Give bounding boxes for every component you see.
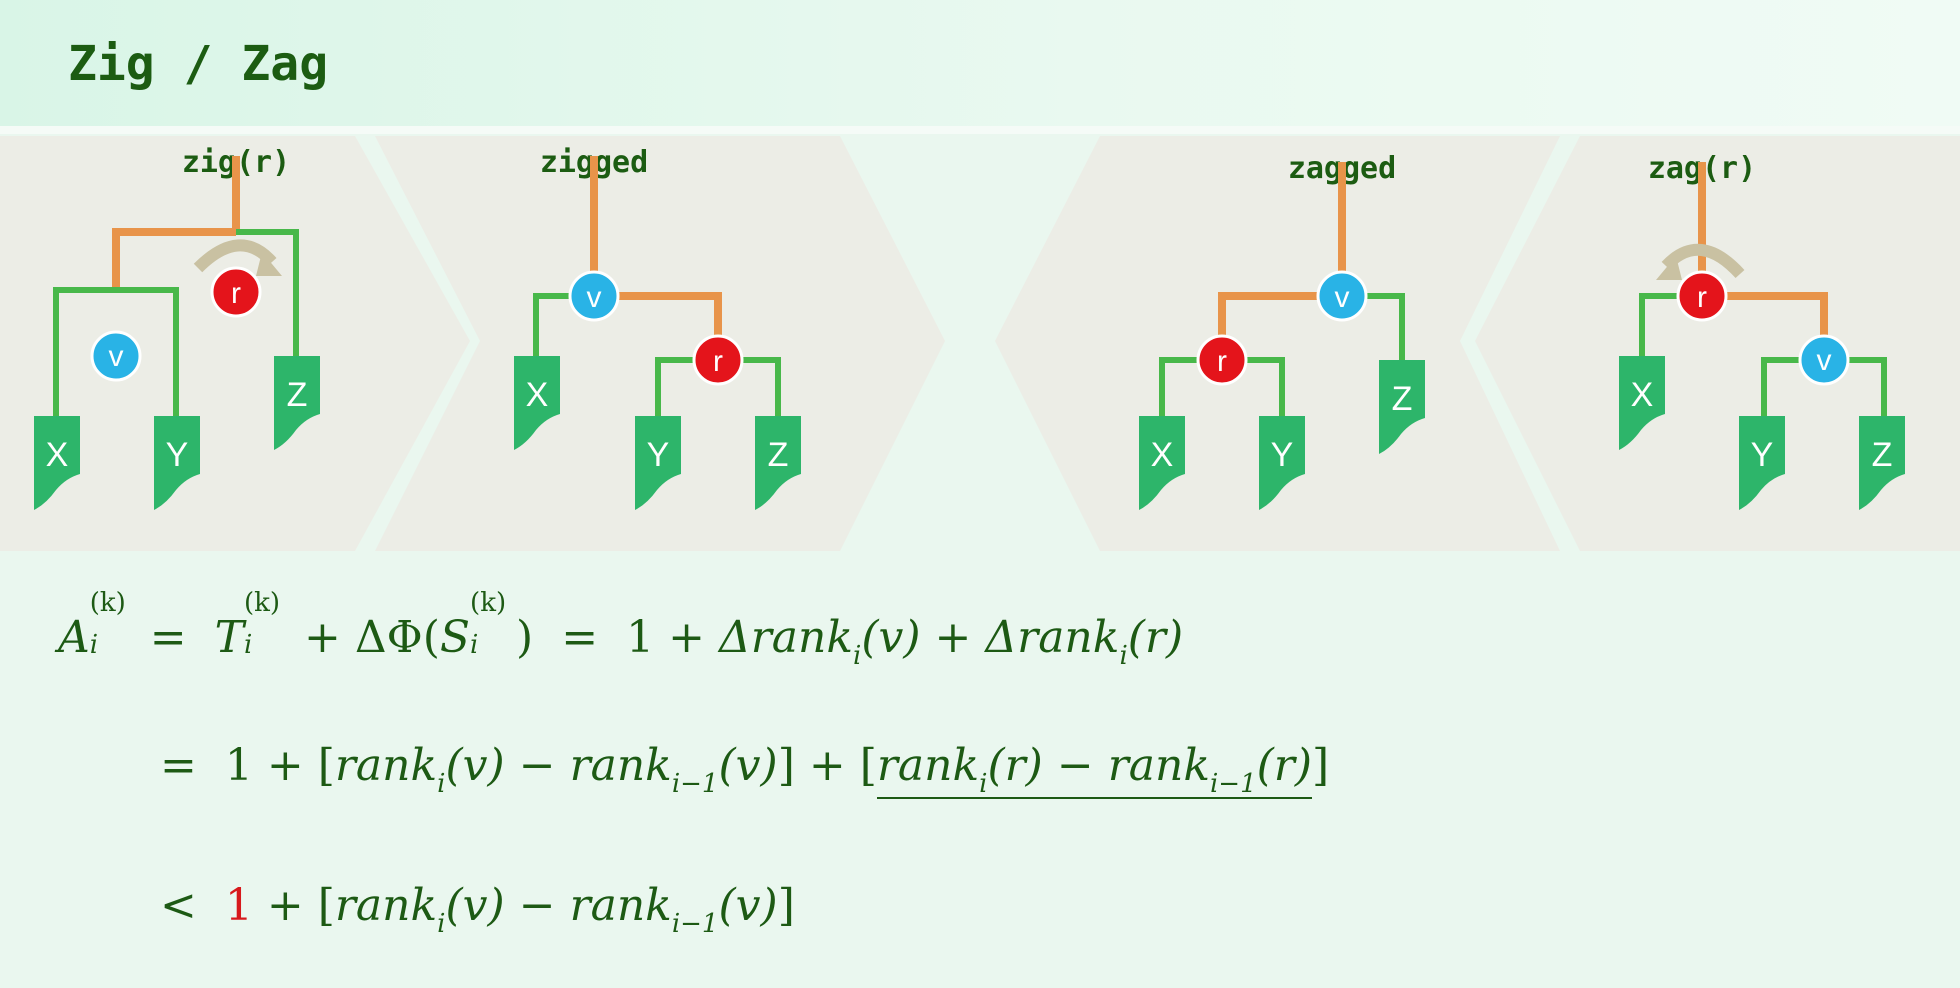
svg-text:X: X (1151, 436, 1174, 474)
svg-text:r: r (231, 277, 241, 310)
svg-text:X: X (526, 376, 549, 414)
panel-zig: zig(r) r v X Y Z (34, 145, 320, 510)
zig-zag-diagram: zig(r) r v X Y Z zigged (0, 136, 1960, 551)
svg-text:v: v (1335, 281, 1350, 314)
node-r: r (210, 266, 262, 318)
svg-text:X: X (1631, 376, 1654, 414)
panel-zag-background (1475, 136, 1960, 551)
node-v: v (90, 330, 142, 382)
rotate-arrow-icon (193, 239, 277, 273)
svg-text:Y: Y (647, 436, 670, 474)
panel-zigged: zigged v r X Y Z (514, 145, 801, 510)
leaf-y: Y (635, 416, 681, 510)
svg-text:Z: Z (1872, 436, 1893, 474)
node-r: r (692, 334, 744, 386)
svg-text:Z: Z (768, 436, 789, 474)
leaf-z: Z (274, 356, 320, 450)
formula-line-3: < 1 + [ranki(v) − ranki−1(v)] (160, 880, 795, 939)
node-v: v (1798, 334, 1850, 386)
panel-zagged: zagged v r X Y Z (1139, 151, 1425, 510)
leaf-z: Z (1859, 416, 1905, 510)
leaf-y: Y (1739, 416, 1785, 510)
title-bar (0, 0, 1960, 126)
leaf-x: X (1619, 356, 1665, 450)
leaf-y: Y (1259, 416, 1305, 510)
rotate-arrow-icon (1661, 244, 1745, 279)
svg-text:Y: Y (1751, 436, 1774, 474)
panel-zagged-background (995, 136, 1560, 551)
svg-text:v: v (587, 281, 602, 314)
svg-text:v: v (1817, 344, 1832, 377)
svg-text:r: r (1697, 281, 1707, 314)
slide-title: Zig / Zag (68, 36, 329, 92)
leaf-y: Y (154, 416, 200, 510)
svg-text:v: v (109, 340, 124, 373)
svg-text:Y: Y (1271, 436, 1294, 474)
underlined-term: ranki(r) − ranki−1(r) (876, 740, 1313, 799)
node-r: r (1676, 270, 1728, 322)
leaf-z: Z (755, 416, 801, 510)
node-v: v (1316, 270, 1368, 322)
formula-line-1: A(k)i = T(k)i + ΔΦ(S(k)i) = 1 + Δranki(v… (58, 588, 1184, 671)
panel-zag: zag(r) r v X Y Z (1619, 151, 1905, 510)
svg-text:Z: Z (287, 376, 308, 414)
svg-text:Z: Z (1392, 380, 1413, 418)
leaf-x: X (34, 416, 80, 510)
svg-text:Y: Y (166, 436, 189, 474)
formula-line-2: = 1 + [ranki(v) − ranki−1(v)] + [ranki(r… (160, 740, 1330, 799)
svg-text:r: r (713, 345, 723, 378)
node-r: r (1196, 334, 1248, 386)
highlighted-one: 1 (224, 880, 253, 931)
node-v: v (568, 270, 620, 322)
svg-text:r: r (1217, 345, 1227, 378)
title-divider (0, 126, 1960, 134)
leaf-z: Z (1379, 360, 1425, 454)
leaf-x: X (514, 356, 560, 450)
svg-text:X: X (46, 436, 69, 474)
leaf-x: X (1139, 416, 1185, 510)
